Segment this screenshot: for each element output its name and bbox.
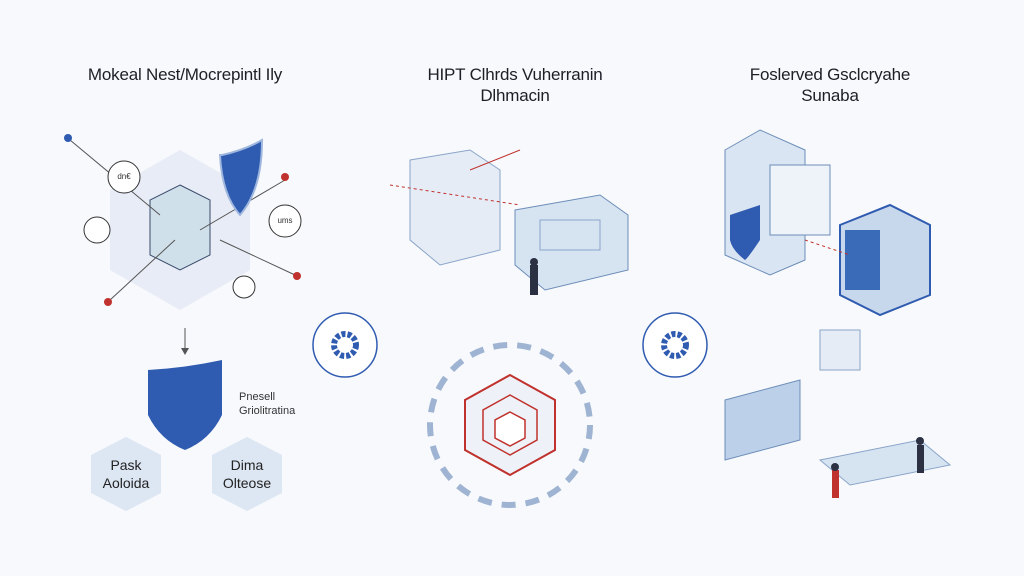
hex-1-label: Pask Aoloida [102,457,150,491]
security-hexagon-cluster [64,134,301,310]
virus-node-2 [642,312,708,378]
bubble-2-label: ums [277,216,293,225]
shield-legend: Pnesell Griolitratina [239,391,296,417]
large-shield-icon [148,360,222,450]
bubble-small [232,275,256,299]
panel-2-title: HIPT Clhrds Vuherranin Dlhmacin [427,65,603,105]
virus-node-1 [312,312,378,378]
bubble-1 [107,160,141,194]
server-scene [389,149,629,295]
bubble-2 [268,204,302,238]
panel-1-title: Mokeal Nest/Mocrepintl Ily [87,65,283,84]
bubble-1-label: dn€ [117,172,131,181]
hex-2 [212,437,282,511]
data-center-scene [724,129,952,498]
cube-icon [494,411,526,447]
target-ring [427,342,593,508]
hex-1 [91,437,161,511]
hex-2-label: Dima Olteose [222,457,272,491]
panel-3-title: Foslerved Gsclcryahe Sunaba [749,65,911,105]
bug-bubble [83,216,111,244]
shield-icon [218,138,264,217]
